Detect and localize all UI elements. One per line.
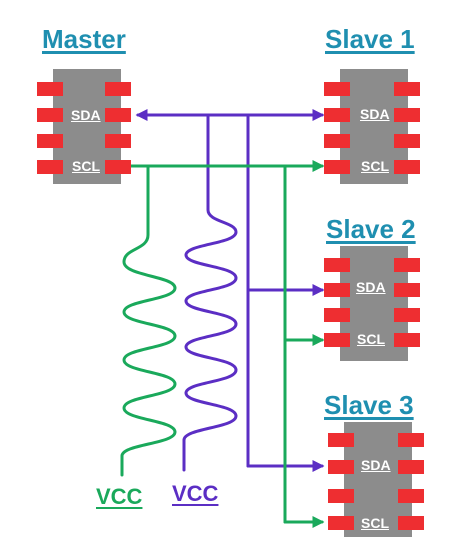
slave3-title: Slave 3 bbox=[324, 390, 414, 420]
slave2-pin bbox=[324, 258, 350, 272]
slave1-scl-label: SCL bbox=[361, 158, 389, 174]
slave3-pin bbox=[398, 516, 424, 530]
slave2-pin bbox=[324, 333, 350, 347]
slave3-pin bbox=[328, 516, 354, 530]
vcc-label-scl: VCC bbox=[96, 484, 143, 509]
slave2-pin bbox=[394, 258, 420, 272]
slave2-sda-label: SDA bbox=[356, 279, 386, 295]
master-pin bbox=[37, 160, 63, 174]
slave3-pin bbox=[398, 489, 424, 503]
slave1-pin bbox=[394, 134, 420, 148]
slave1-pin bbox=[394, 82, 420, 96]
sda-pullup-resistor bbox=[182, 113, 238, 472]
slave3-pin bbox=[328, 433, 354, 447]
master-pin bbox=[37, 134, 63, 148]
scl-pullup-resistor bbox=[120, 164, 177, 477]
master-pin bbox=[105, 82, 131, 96]
master-pin bbox=[37, 108, 63, 122]
master-pin bbox=[37, 82, 63, 96]
slave2-pin bbox=[324, 283, 350, 297]
slave2-pin bbox=[394, 333, 420, 347]
master-pin bbox=[105, 160, 131, 174]
slave2-pin bbox=[394, 283, 420, 297]
slave1-pin bbox=[324, 134, 350, 148]
slave3-scl-label: SCL bbox=[361, 515, 389, 531]
slave1-pin bbox=[324, 108, 350, 122]
slave1-sda-label: SDA bbox=[360, 106, 390, 122]
master-sda-label: SDA bbox=[71, 107, 101, 123]
master-scl-label: SCL bbox=[72, 158, 100, 174]
slave3-pin bbox=[328, 489, 354, 503]
master-title: Master bbox=[42, 24, 126, 54]
slave3-sda-label: SDA bbox=[361, 457, 391, 473]
slave1-pin bbox=[394, 108, 420, 122]
slave2-pin bbox=[394, 308, 420, 322]
slave1-pin bbox=[394, 160, 420, 174]
master-pin bbox=[105, 134, 131, 148]
slave1-pin bbox=[324, 160, 350, 174]
slave2-pin bbox=[324, 308, 350, 322]
master-pin bbox=[105, 108, 131, 122]
vcc-label-sda: VCC bbox=[172, 481, 219, 506]
slave3-pin bbox=[398, 460, 424, 474]
slave2-title: Slave 2 bbox=[326, 214, 416, 244]
slave3-pin bbox=[328, 460, 354, 474]
slave3-pin bbox=[398, 433, 424, 447]
slave2-scl-label: SCL bbox=[357, 331, 385, 347]
slave1-title: Slave 1 bbox=[325, 24, 415, 54]
slave1-pin bbox=[324, 82, 350, 96]
